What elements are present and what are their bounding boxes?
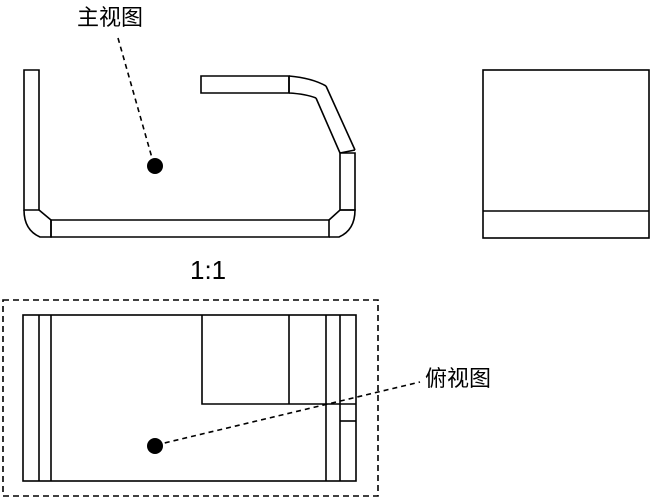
front-view xyxy=(23,69,356,238)
top-view-outline xyxy=(22,314,357,482)
top-view-label: 俯视图 xyxy=(425,367,491,392)
top-view-leader-dot xyxy=(147,438,163,454)
front-view-top-bend xyxy=(288,75,327,99)
top-view xyxy=(22,314,357,482)
side-view-outline xyxy=(482,69,650,239)
front-view-left-bend xyxy=(23,209,52,238)
front-view-bottom-plate xyxy=(50,219,330,238)
top-view-inner-box xyxy=(201,315,326,405)
top-view-frame xyxy=(2,299,379,497)
front-view-flange-cap xyxy=(339,149,356,154)
front-view-left-wall xyxy=(23,69,40,211)
front-view-top-flange xyxy=(200,75,290,94)
front-view-right-bend xyxy=(328,209,356,238)
front-view-leader-line xyxy=(117,37,155,166)
scale-label: 1:1 xyxy=(190,255,226,285)
side-view xyxy=(482,69,650,239)
front-view-angled-flange xyxy=(315,85,356,154)
front-view-label: 主视图 xyxy=(77,6,143,31)
front-view-right-wall xyxy=(339,152,356,211)
front-view-leader-dot xyxy=(147,158,163,174)
top-view-leader-line xyxy=(155,381,421,446)
